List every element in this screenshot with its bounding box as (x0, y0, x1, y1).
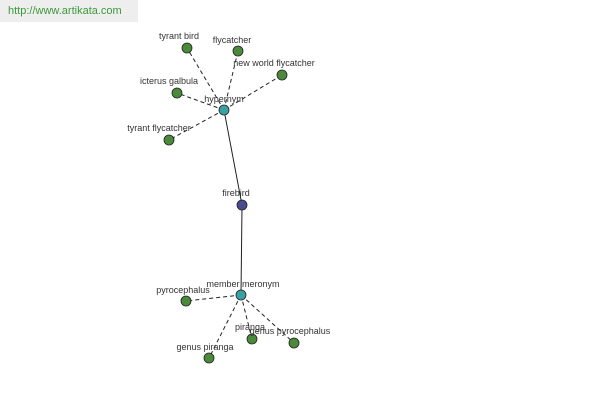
node-label-piranga[interactable]: piranga (235, 322, 265, 332)
edge-firebird-hypernym (223, 109, 243, 206)
node-tyrant-bird[interactable] (181, 42, 193, 54)
edge-hypernym-tyrant-bird (186, 47, 225, 111)
graph-nodes (163, 42, 300, 364)
graph-edges (168, 47, 295, 359)
edge-member-meronym-genus-pyrocephalus (240, 294, 295, 344)
node-label-flycatcher[interactable]: flycatcher (213, 35, 252, 45)
node-icterus-galbula[interactable] (171, 87, 183, 99)
node-new-world-flycatcher[interactable] (276, 69, 288, 81)
node-piranga[interactable] (246, 333, 258, 345)
node-label-genus-piranga[interactable]: genus piranga (176, 342, 233, 352)
node-genus-piranga[interactable] (203, 352, 215, 364)
node-tyrant-flycatcher[interactable] (163, 134, 175, 146)
node-label-pyrocephalus[interactable]: pyrocephalus (156, 285, 210, 295)
node-label-icterus-galbula[interactable]: icterus galbula (140, 76, 198, 86)
edge-hypernym-new-world-flycatcher (223, 74, 283, 111)
edge-member-meronym-genus-piranga (208, 294, 242, 359)
node-label-tyrant-bird[interactable]: tyrant bird (159, 31, 199, 41)
node-member-meronym[interactable] (235, 289, 247, 301)
node-label-tyrant-flycatcher[interactable]: tyrant flycatcher (127, 123, 191, 133)
node-label-hypernym[interactable]: hypernym (204, 94, 244, 104)
node-label-member-meronym[interactable]: member meronym (206, 279, 279, 289)
node-label-genus-pyrocephalus[interactable]: genus pyrocephalus (250, 326, 331, 336)
edge-firebird-member-meronym (240, 204, 243, 296)
edge-hypernym-flycatcher (223, 50, 239, 111)
graph-labels: tyrant bird flycatcher new world flycatche… (127, 31, 331, 352)
node-label-new-world-flycatcher[interactable]: new world flycatcher (233, 58, 315, 68)
edge-member-meronym-piranga (240, 294, 253, 340)
node-firebird[interactable] (236, 199, 248, 211)
edge-hypernym-icterus-galbula (176, 92, 225, 111)
source-url[interactable]: http://www.artikata.com (0, 0, 138, 22)
node-genus-pyrocephalus[interactable] (288, 337, 300, 349)
node-hypernym[interactable] (218, 104, 230, 116)
node-flycatcher[interactable] (232, 45, 244, 57)
node-pyrocephalus[interactable] (180, 295, 192, 307)
edge-hypernym-tyrant-flycatcher (168, 109, 225, 141)
edge-member-meronym-pyrocephalus (185, 294, 242, 302)
node-label-firebird[interactable]: firebird (222, 188, 250, 198)
